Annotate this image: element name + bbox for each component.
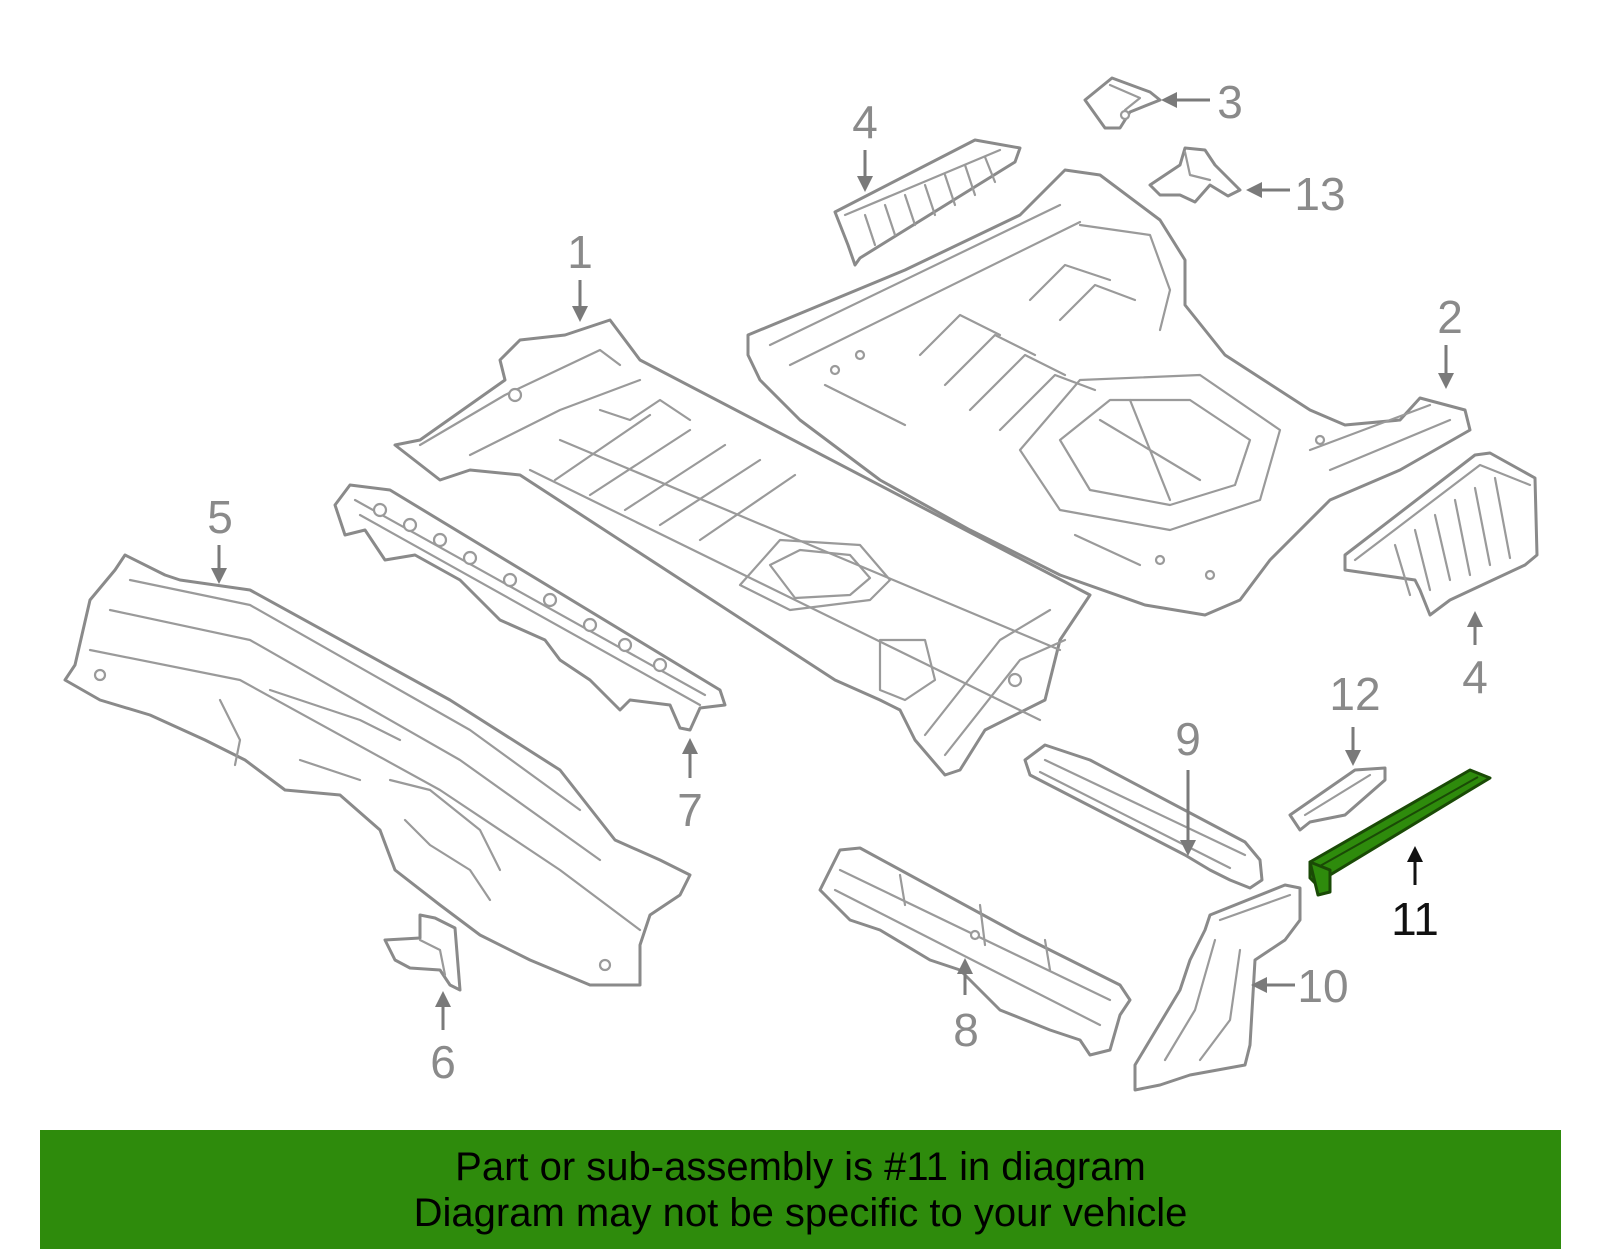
part-13-bracket [1148, 146, 1242, 204]
arrow-10 [1251, 977, 1295, 993]
arrow-8 [957, 958, 973, 995]
arrow-1 [572, 280, 588, 322]
part-9-cross-member [1023, 743, 1264, 890]
callout-7: 7 [677, 784, 703, 836]
callout-12: 12 [1329, 668, 1380, 720]
callout-10: 10 [1297, 960, 1348, 1012]
arrow-4-right [1467, 611, 1483, 645]
arrow-4-upper [857, 150, 873, 192]
callout-4-upper: 4 [852, 96, 878, 148]
arrow-9 [1180, 770, 1196, 856]
callout-3: 3 [1217, 76, 1243, 128]
callout-13: 13 [1294, 168, 1345, 220]
callout-1: 1 [567, 226, 593, 278]
info-banner: Part or sub-assembly is #11 in diagram D… [40, 1130, 1561, 1249]
callout-8: 8 [953, 1004, 979, 1056]
banner-line-disclaimer: Diagram may not be specific to your vehi… [413, 1190, 1188, 1235]
arrow-5 [211, 545, 227, 584]
arrow-12 [1345, 727, 1361, 766]
arrow-2 [1438, 345, 1454, 389]
callout-5: 5 [207, 491, 233, 543]
part-4-upper-side-member [833, 138, 1022, 267]
arrow-7 [682, 738, 698, 778]
part-6-bracket [383, 913, 462, 992]
part-10-extension [1133, 883, 1302, 1092]
part-3-bracket [1083, 76, 1162, 130]
part-7-cross-member [333, 483, 727, 732]
callout-4-right: 4 [1462, 651, 1488, 703]
part-11-reinforcement-highlighted [1308, 768, 1492, 897]
callout-9: 9 [1175, 713, 1201, 765]
arrow-6 [435, 991, 451, 1030]
arrow-11 [1407, 846, 1423, 885]
part-5-side-rail [63, 553, 692, 987]
banner-line-part-number: Part or sub-assembly is #11 in diagram [455, 1144, 1146, 1189]
arrow-3 [1161, 92, 1210, 108]
callout-11: 11 [1391, 893, 1439, 945]
part-8-cross-member [818, 846, 1132, 1057]
part-2-rear-floor-pan [746, 168, 1472, 617]
callout-2: 2 [1437, 291, 1463, 343]
part-1-front-floor-pan [393, 318, 1092, 777]
part-4-right-side-member [1343, 451, 1539, 617]
callout-6: 6 [430, 1036, 456, 1088]
part-12-brace [1288, 766, 1387, 832]
arrow-13 [1246, 182, 1290, 198]
